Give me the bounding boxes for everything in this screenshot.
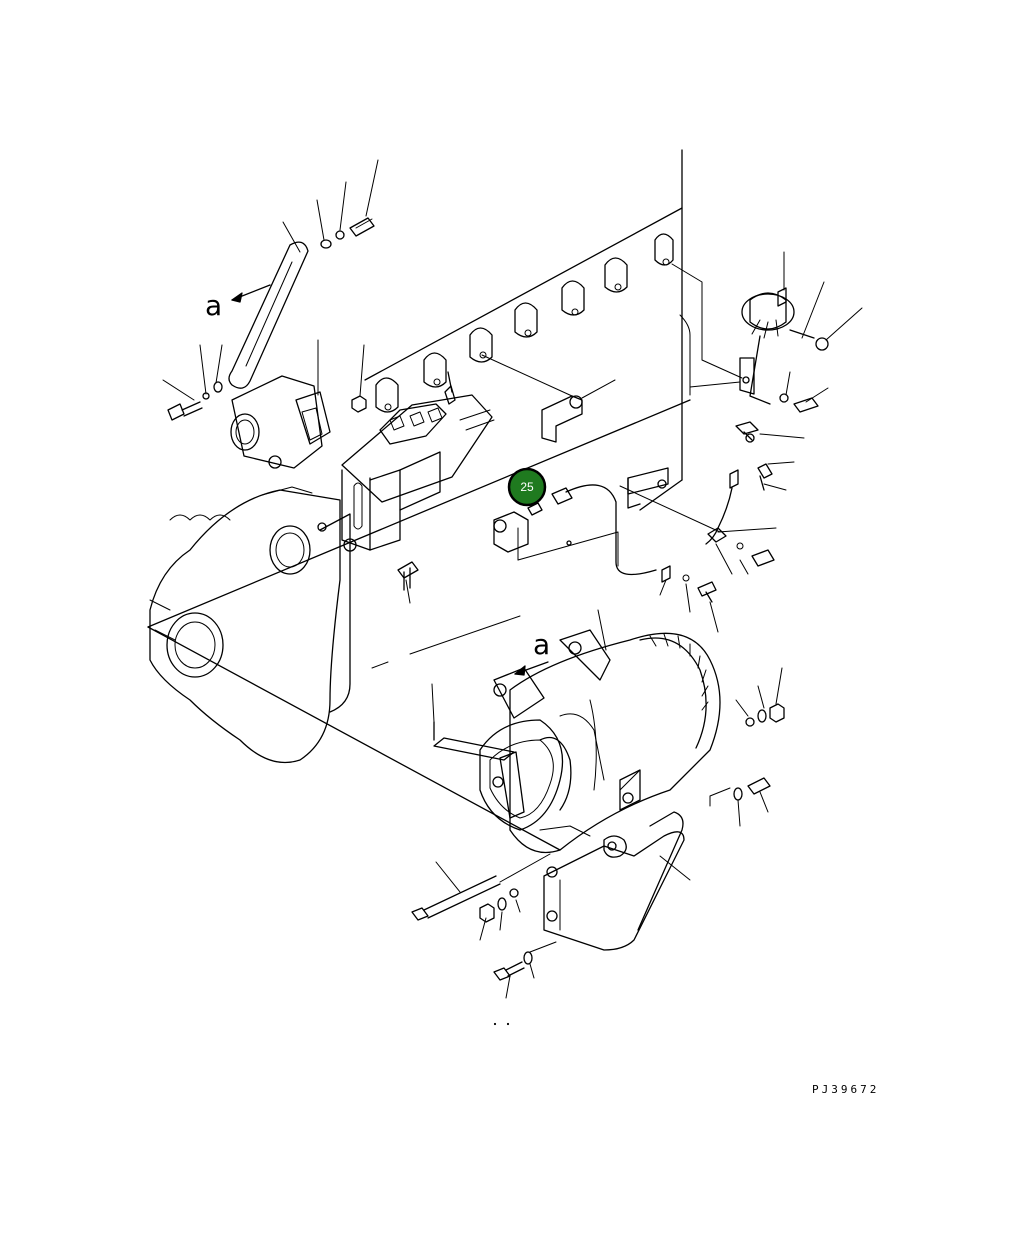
right-side-fasteners — [619, 371, 829, 575]
alternator-right-fasteners — [619, 667, 785, 827]
center-bolt — [397, 561, 419, 604]
view-mark-a-upper: a — [205, 289, 222, 322]
adjusting-bracket-arm: a — [205, 221, 309, 389]
pressure-switch-sensor — [493, 484, 657, 576]
drawing-number: PJ39672 — [812, 1083, 880, 1096]
lower-bolt-group — [493, 941, 557, 1026]
assembly-dash-line: a — [371, 615, 550, 676]
upper-nut — [351, 344, 367, 413]
callout-25-label: 25 — [520, 480, 534, 494]
mid-right-fasteners — [659, 565, 719, 633]
alternator-mount-bracket — [539, 811, 691, 951]
cylinder-bosses — [375, 233, 674, 413]
callout-25[interactable]: 25 — [507, 467, 547, 507]
callout-25-marker[interactable] — [507, 467, 547, 507]
engine-block-outline — [147, 149, 691, 851]
timing-gear-cover — [149, 486, 357, 764]
harness-clip-bracket — [627, 467, 669, 509]
injection-pump-body — [341, 371, 495, 551]
long-through-bolt — [411, 853, 551, 941]
view-mark-a-lower: a — [533, 628, 550, 661]
small-bracket-center — [481, 354, 616, 443]
left-bolt-group — [162, 344, 223, 421]
alternator — [431, 609, 721, 854]
right-upper-sensor — [671, 251, 863, 405]
upper-bolt-group — [316, 159, 379, 249]
pump-mount-bracket — [230, 339, 331, 469]
